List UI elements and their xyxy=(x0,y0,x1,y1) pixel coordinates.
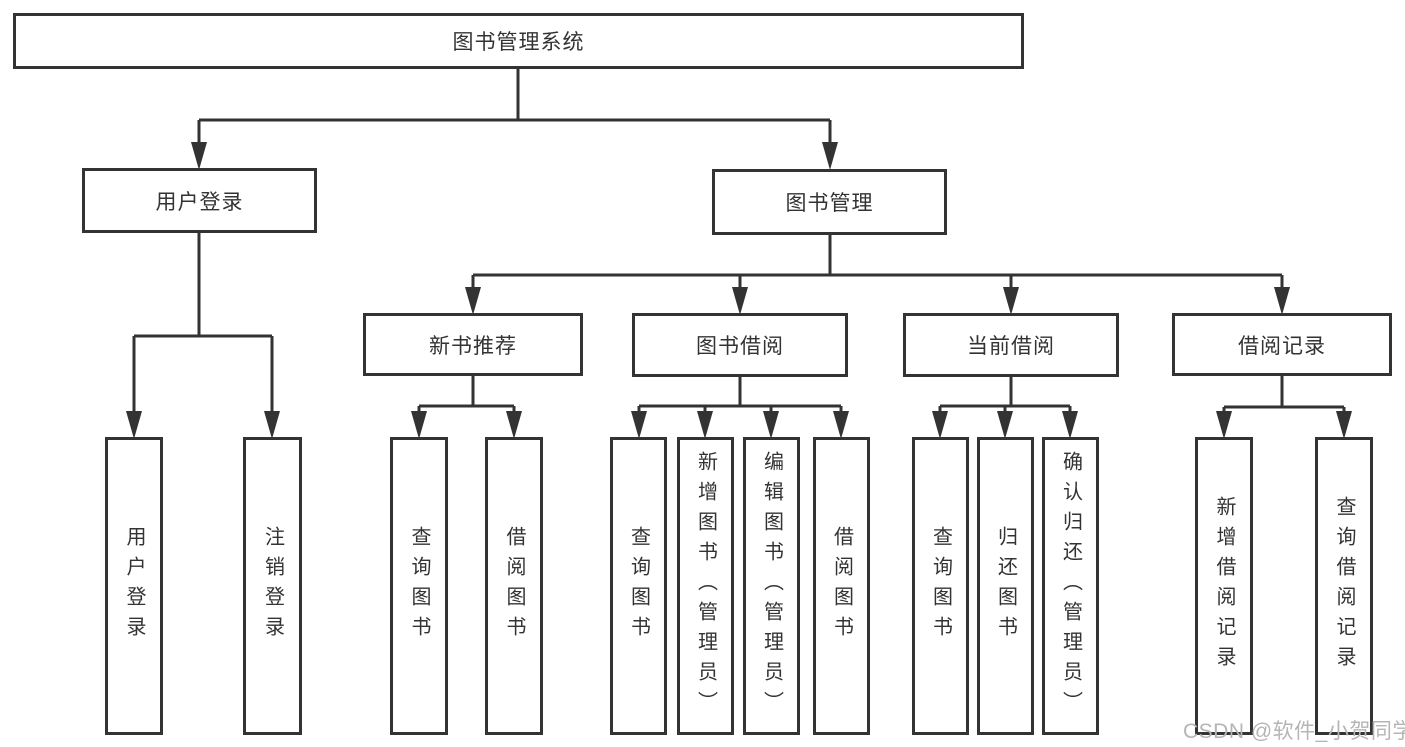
node-root-system: 图书管理系统 xyxy=(13,13,1024,69)
connector-userlogin-to-leaves xyxy=(132,233,274,413)
node-label: 新书推荐 xyxy=(429,334,517,358)
arrowheads-userlogin-leaves xyxy=(126,411,280,439)
node-label: 当前借阅 xyxy=(967,335,1055,358)
leaf-borrow-books: 借阅图书 xyxy=(813,437,870,735)
node-label: 确认归还（管理员） xyxy=(1059,451,1082,721)
node-current-borrow: 当前借阅 xyxy=(903,313,1119,377)
leaf-query-books-borrow: 查询图书 xyxy=(610,437,667,735)
node-label: 查询图书 xyxy=(929,526,952,646)
node-label: 借阅图书 xyxy=(830,526,853,646)
arrowheads-newbook-leaves xyxy=(411,411,522,439)
arrowheads-borrowrecords-leaves xyxy=(1216,411,1352,439)
node-label: 查询图书 xyxy=(408,526,430,646)
connector-bookborrow-to-leaves xyxy=(637,376,843,413)
node-label: 新增借阅记录 xyxy=(1213,496,1235,676)
node-new-book-recommend: 新书推荐 xyxy=(363,313,583,376)
arrowheads-bookborrow-leaves xyxy=(631,411,849,439)
leaf-add-borrow-record: 新增借阅记录 xyxy=(1195,437,1253,735)
arrowheads-level3 xyxy=(465,287,1290,315)
node-label: 编辑图书（管理员） xyxy=(760,451,783,721)
node-label: 新增图书（管理员） xyxy=(694,451,717,721)
node-label: 用户登录 xyxy=(155,190,244,214)
leaf-confirm-return-admin: 确认归还（管理员） xyxy=(1042,437,1099,735)
node-label: 图书借阅 xyxy=(696,335,784,358)
connector-root-to-level2 xyxy=(197,69,832,144)
watermark: CSDN @软件_小贺同学 xyxy=(1183,720,1405,743)
node-book-borrow: 图书借阅 xyxy=(632,313,848,377)
node-borrow-records: 借阅记录 xyxy=(1172,313,1392,376)
connector-currentborrow-to-leaves xyxy=(938,376,1072,413)
node-label: 借阅记录 xyxy=(1238,334,1326,358)
leaf-logout: 注销登录 xyxy=(243,437,302,735)
node-user-login: 用户登录 xyxy=(82,168,317,233)
arrowheads-currentborrow-leaves xyxy=(932,411,1078,439)
arrowheads-level2 xyxy=(191,142,838,170)
leaf-edit-book-admin: 编辑图书（管理员） xyxy=(743,437,800,735)
node-label: 查询图书 xyxy=(627,526,650,646)
node-label: 用户登录 xyxy=(123,526,145,646)
leaf-query-borrow-record: 查询借阅记录 xyxy=(1315,437,1373,735)
node-label: 注销登录 xyxy=(261,526,284,646)
leaf-add-book-admin: 新增图书（管理员） xyxy=(677,437,734,735)
node-label: 图书管理系统 xyxy=(452,31,585,54)
connector-borrowrecords-to-leaves xyxy=(1222,376,1346,413)
node-label: 借阅图书 xyxy=(503,526,525,646)
leaf-borrow-books-recommend: 借阅图书 xyxy=(485,437,543,735)
connector-newbook-to-leaves xyxy=(417,376,516,413)
leaf-query-books-recommend: 查询图书 xyxy=(390,437,448,735)
node-label: 查询借阅记录 xyxy=(1333,496,1355,676)
node-label: 图书管理 xyxy=(785,192,874,215)
node-label: 归还图书 xyxy=(994,526,1017,646)
leaf-user-login: 用户登录 xyxy=(105,437,163,735)
leaf-return-book: 归还图书 xyxy=(977,437,1034,735)
node-book-management: 图书管理 xyxy=(712,169,947,235)
connector-bookmgmt-to-level3 xyxy=(471,234,1284,290)
leaf-query-books-current: 查询图书 xyxy=(912,437,969,735)
